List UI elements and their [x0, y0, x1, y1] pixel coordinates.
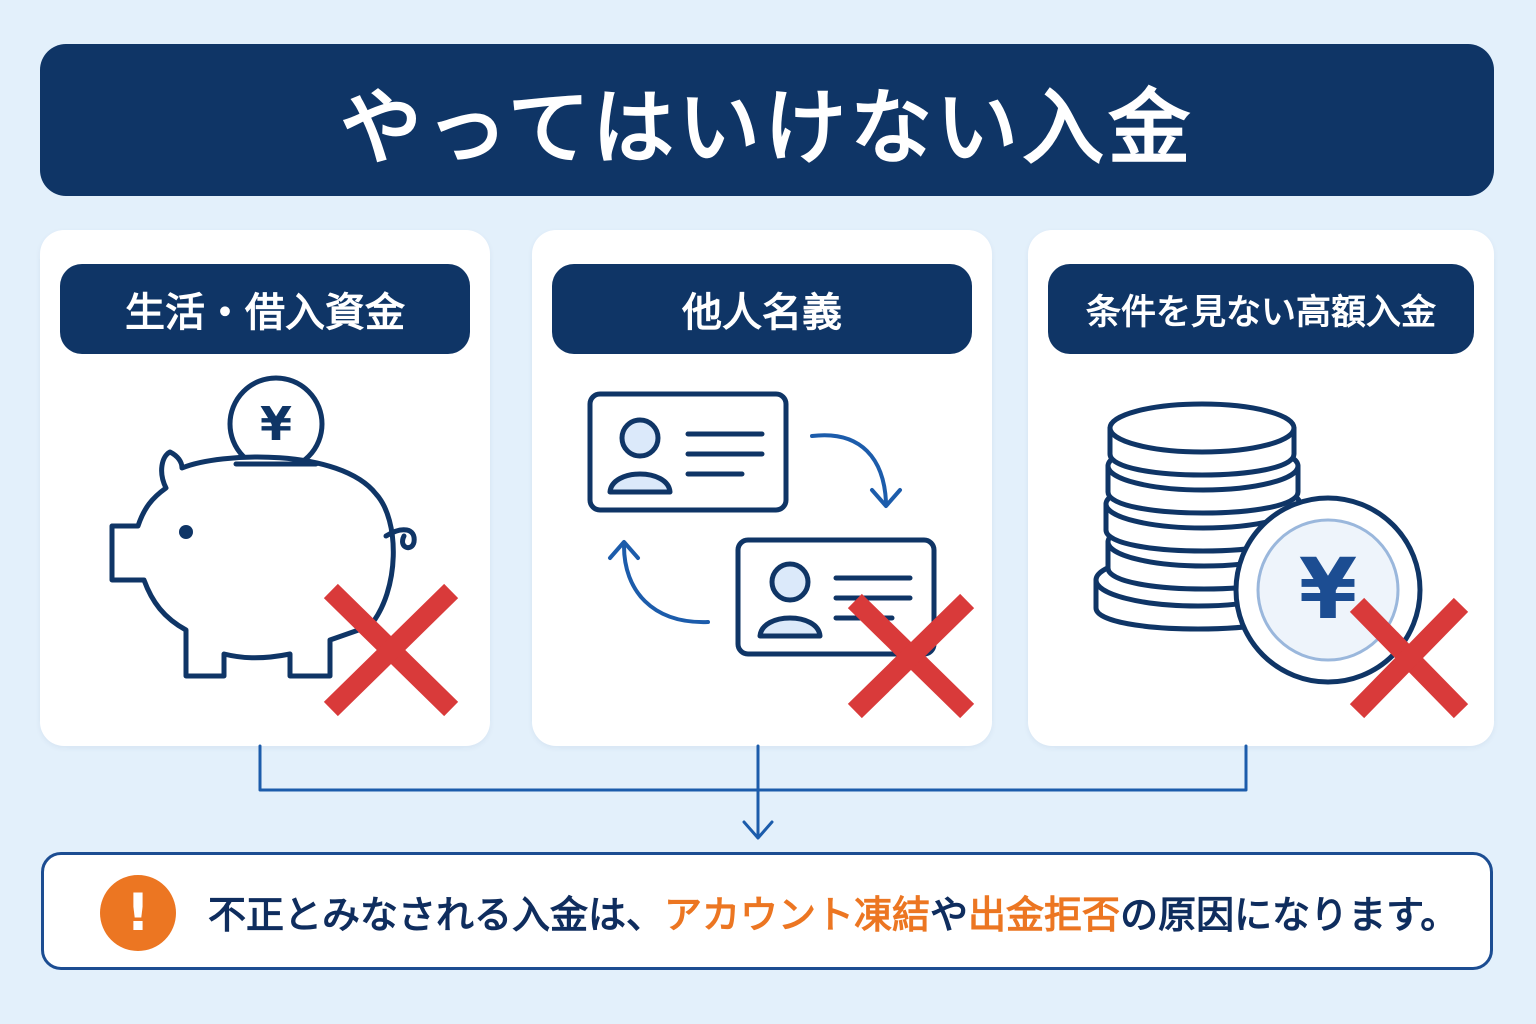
warning-notice: ! 不正とみなされる入金は、アカウント凍結や出金拒否の原因になります。: [41, 852, 1493, 970]
notice-message: 不正とみなされる入金は、アカウント凍結や出金拒否の原因になります。: [208, 855, 1458, 967]
exclamation-icon: !: [100, 875, 176, 951]
coin-stack-icon: ¥: [1093, 401, 1469, 719]
card-high-deposit: 条件を見ない高額入金 ¥: [1028, 230, 1494, 746]
title-banner: やってはいけない入金: [40, 44, 1494, 196]
yen-mark: ¥: [1299, 540, 1357, 638]
highlight-account-freeze: アカウント凍結: [664, 892, 931, 937]
card-living-funds: 生活・借入資金 ¥: [40, 230, 490, 746]
card-label-other-name: 他人名義: [552, 264, 972, 354]
card-label-living-funds: 生活・借入資金: [60, 264, 470, 354]
piggy-bank-icon: ¥: [109, 375, 459, 717]
yen-mark: ¥: [260, 397, 292, 451]
cross-mark-icon: [323, 583, 459, 717]
page-title: やってはいけない入金: [339, 80, 1195, 176]
highlight-withdrawal-refusal: 出金拒否: [968, 892, 1121, 937]
card-label-high-deposit: 条件を見ない高額入金: [1048, 264, 1474, 354]
card-other-name: 他人名義: [532, 230, 992, 746]
id-card-swap-icon: [587, 391, 975, 719]
cross-mark-icon: [847, 593, 975, 719]
cross-mark-icon: [1349, 597, 1469, 719]
